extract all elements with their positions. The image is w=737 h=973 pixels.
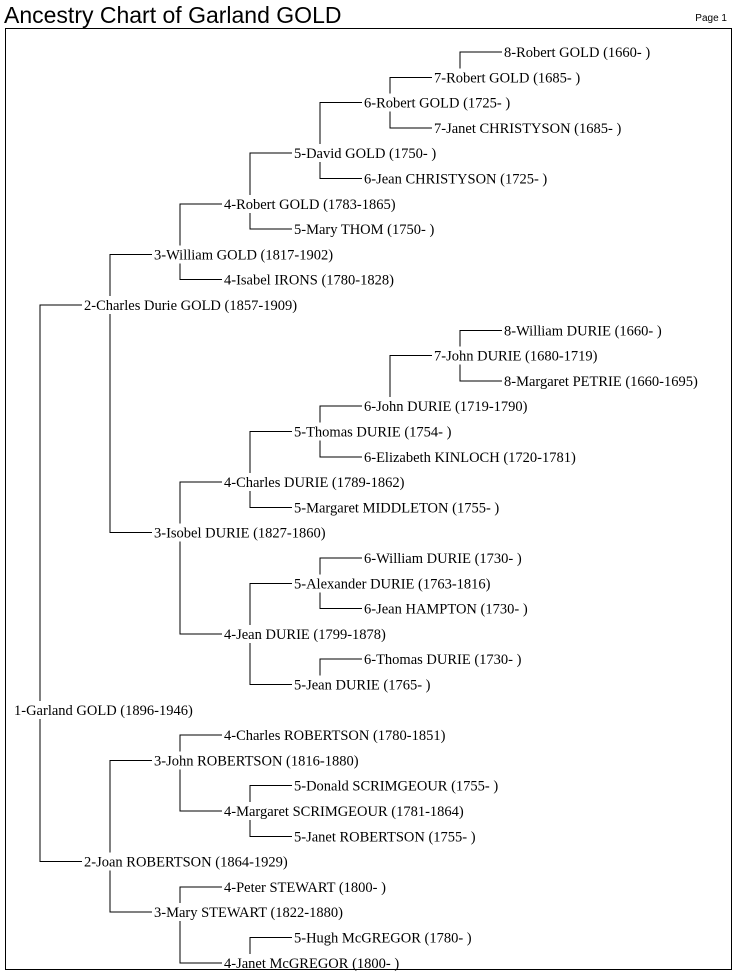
person-p4: 4-Robert GOLD (1783-1865) — [224, 197, 396, 213]
person-p17: 7-John DURIE (1680-1719) — [434, 349, 598, 365]
tree-connectors — [39, 51, 502, 964]
connector-p13-p14 — [179, 481, 222, 524]
person-p8: 8-Robert GOLD (1660- ) — [504, 45, 650, 61]
connector-p17-p18 — [459, 329, 502, 347]
connector-p28-p29 — [109, 759, 152, 853]
connector-p3-p4 — [179, 203, 222, 246]
page-number: Page 1 — [695, 13, 727, 24]
connector-p34-p36 — [179, 921, 222, 964]
person-p11: 5-Mary THOM (1750- ) — [294, 222, 434, 238]
person-p20: 6-Elizabeth KINLOCH (1720-1781) — [364, 450, 576, 466]
chart-frame — [5, 28, 732, 970]
connector-p34-p35 — [179, 886, 222, 904]
connector-p4-p11 — [249, 212, 292, 230]
connector-p17-p19 — [459, 364, 502, 382]
person-p6: 6-Robert GOLD (1725- ) — [364, 96, 510, 112]
person-p18: 8-William DURIE (1660- ) — [504, 323, 662, 339]
person-p7: 7-Robert GOLD (1685- ) — [434, 70, 580, 86]
connector-p29-p30 — [179, 734, 222, 752]
connector-p22-p26 — [249, 642, 292, 685]
person-p26: 5-Jean DURIE (1765- ) — [294, 678, 431, 694]
person-p12: 4-Isabel IRONS (1780-1828) — [224, 273, 394, 289]
connector-p36-p37 — [249, 937, 292, 954]
person-p13: 3-Isobel DURIE (1827-1860) — [154, 526, 326, 542]
person-p35: 4-Peter STEWART (1800- ) — [224, 880, 386, 896]
person-p22: 4-Jean DURIE (1799-1878) — [224, 627, 386, 643]
person-p19: 8-Margaret PETRIE (1660-1695) — [504, 374, 698, 390]
tree-labels: 1-Garland GOLD (1896-1946) 2-Charles Duri… — [14, 45, 698, 972]
person-p32: 5-Donald SCRIMGEOUR (1755- ) — [294, 779, 498, 795]
connector-p14-p21 — [249, 491, 292, 508]
person-p21: 5-Margaret MIDDLETON (1755- ) — [294, 500, 499, 516]
person-p27: 6-Thomas DURIE (1730- ) — [364, 652, 522, 668]
person-p29: 3-John ROBERTSON (1816-1880) — [154, 753, 359, 769]
connector-p5-p10 — [319, 162, 362, 179]
connector-p7-p8 — [459, 51, 502, 69]
person-p9: 7-Janet CHRISTYSON (1685- ) — [434, 121, 621, 137]
person-p34: 3-Mary STEWART (1822-1880) — [154, 905, 343, 921]
connector-p31-p32 — [249, 785, 292, 802]
person-p24: 6-William DURIE (1730- ) — [364, 551, 522, 567]
person-p15: 5-Thomas DURIE (1754- ) — [294, 425, 452, 441]
connector-p15-p20 — [319, 440, 362, 458]
person-p33: 5-Janet ROBERTSON (1755- ) — [294, 829, 476, 845]
person-p1: 1-Garland GOLD (1896-1946) — [14, 703, 193, 719]
connector-p6-p9 — [389, 111, 432, 129]
connector-p29-p31 — [179, 769, 222, 812]
connector-p2-p13 — [109, 314, 152, 534]
connector-p16-p17 — [389, 355, 432, 398]
connector-p28-p34 — [109, 870, 152, 913]
person-p16: 6-John DURIE (1719-1790) — [364, 399, 528, 415]
person-p25: 6-Jean HAMPTON (1730- ) — [364, 602, 528, 618]
chart-title: Ancestry Chart of Garland GOLD — [4, 2, 342, 28]
connector-p15-p16 — [319, 405, 362, 423]
person-p5: 5-David GOLD (1750- ) — [294, 146, 436, 162]
connector-p4-p5 — [249, 152, 292, 195]
connector-p2-p3 — [109, 253, 152, 296]
connector-p22-p23 — [249, 582, 292, 625]
connector-p31-p33 — [249, 820, 292, 837]
connector-p5-p6 — [319, 102, 362, 145]
person-p37: 5-Hugh McGREGOR (1780- ) — [294, 931, 472, 947]
connector-p23-p24 — [319, 557, 362, 575]
person-p23: 5-Alexander DURIE (1763-1816) — [294, 576, 491, 592]
connector-p14-p15 — [249, 431, 292, 474]
person-p28: 2-Joan ROBERTSON (1864-1929) — [84, 855, 288, 871]
connector-p3-p12 — [179, 263, 222, 281]
person-p2: 2-Charles Durie GOLD (1857-1909) — [84, 298, 297, 314]
person-p14: 4-Charles DURIE (1789-1862) — [224, 475, 405, 491]
person-p30: 4-Charles ROBERTSON (1780-1851) — [224, 728, 446, 744]
person-p10: 6-Jean CHRISTYSON (1725- ) — [364, 172, 547, 188]
person-p3: 3-William GOLD (1817-1902) — [154, 247, 333, 263]
connector-p13-p22 — [179, 541, 222, 635]
connector-p1-p28 — [39, 718, 82, 863]
connector-p23-p25 — [319, 592, 362, 610]
connector-p6-p7 — [389, 76, 432, 94]
person-p31: 4-Margaret SCRIMGEOUR (1781-1864) — [224, 804, 464, 820]
person-p36: 4-Janet McGREGOR (1800- ) — [224, 956, 399, 972]
connector-p1-p2 — [39, 304, 82, 701]
connector-p26-p27 — [319, 658, 362, 676]
